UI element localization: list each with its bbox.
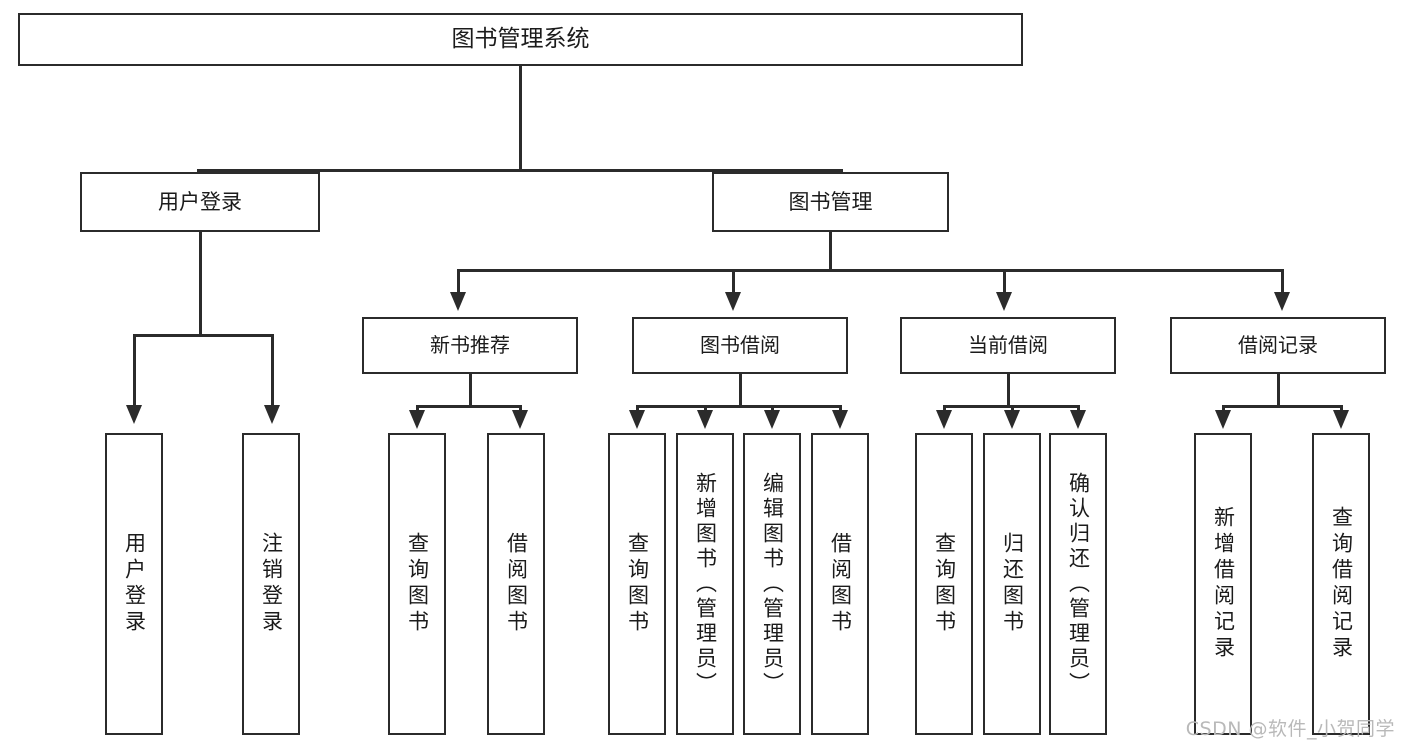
leaf-user-login-2[interactable]: 注销登录 xyxy=(242,433,300,735)
arrowhead-br-leaf-2 xyxy=(1333,410,1349,429)
connector-user-login-bus xyxy=(133,334,273,337)
arrowhead-bm-to-book-borrow xyxy=(725,292,741,311)
node-label: 新增图书（管理员） xyxy=(693,471,718,697)
arrowhead-bb-leaf-4 xyxy=(832,410,848,429)
node-label: 图书管理系统 xyxy=(451,25,590,52)
leaf-book-borrow-2[interactable]: 新增图书（管理员） xyxy=(676,433,734,735)
node-current-borrow[interactable]: 当前借阅 xyxy=(900,317,1116,374)
node-label: 借阅图书 xyxy=(828,532,853,636)
connector-bm-drop-current-borrow xyxy=(1003,269,1006,299)
arrowhead-nbr-leaf-1 xyxy=(409,410,425,429)
node-label: 归还图书 xyxy=(1000,532,1025,636)
node-borrow-records[interactable]: 借阅记录 xyxy=(1170,317,1386,374)
connector-root-stem xyxy=(519,66,522,171)
arrowhead-br-leaf-1 xyxy=(1215,410,1231,429)
arrowhead-bb-leaf-2 xyxy=(697,410,713,429)
arrowhead-cb-leaf-3 xyxy=(1070,410,1086,429)
node-label: 当前借阅 xyxy=(968,332,1048,357)
node-label: 注销登录 xyxy=(259,532,284,636)
arrowhead-cb-leaf-2 xyxy=(1004,410,1020,429)
arrowhead-user-login-leaf-2 xyxy=(264,405,280,424)
leaf-new-book-recommend-1[interactable]: 查询图书 xyxy=(388,433,446,735)
node-label: 图书借阅 xyxy=(700,332,780,357)
node-book-management[interactable]: 图书管理 xyxy=(712,172,949,232)
arrowhead-bm-to-new-book-recommend xyxy=(450,292,466,311)
connector-nbr-bus xyxy=(416,405,521,408)
leaf-current-borrow-3[interactable]: 确认归还（管理员） xyxy=(1049,433,1107,735)
node-label: 用户登录 xyxy=(158,189,242,214)
arrowhead-cb-leaf-1 xyxy=(936,410,952,429)
node-label: 新书推荐 xyxy=(430,332,510,357)
connector-br-bus xyxy=(1222,405,1342,408)
arrowhead-bb-leaf-3 xyxy=(764,410,780,429)
node-label: 查询图书 xyxy=(932,532,957,636)
node-label: 查询图书 xyxy=(405,532,430,636)
csdn-watermark: CSDN @软件_小贺同学 xyxy=(1185,718,1395,740)
connector-bm-drop-borrow-records xyxy=(1281,269,1284,299)
leaf-current-borrow-2[interactable]: 归还图书 xyxy=(983,433,1041,735)
arrowhead-user-login-leaf-1 xyxy=(126,405,142,424)
node-label: 查询图书 xyxy=(625,532,650,636)
connector-bm-drop-book-borrow xyxy=(732,269,735,299)
connector-bb-stem xyxy=(739,374,742,407)
node-label: 新增借阅记录 xyxy=(1211,506,1236,662)
connector-user-login-drop-2 xyxy=(271,334,274,412)
connector-book-management-bus xyxy=(457,269,1284,272)
leaf-user-login-1[interactable]: 用户登录 xyxy=(105,433,163,735)
leaf-book-borrow-3[interactable]: 编辑图书（管理员） xyxy=(743,433,801,735)
connector-user-login-drop-1 xyxy=(133,334,136,412)
leaf-book-borrow-4[interactable]: 借阅图书 xyxy=(811,433,869,735)
connector-book-management-stem xyxy=(829,232,832,271)
node-root-book-management-system[interactable]: 图书管理系统 xyxy=(18,13,1023,66)
node-user-login[interactable]: 用户登录 xyxy=(80,172,320,232)
node-label: 确认归还（管理员） xyxy=(1066,471,1091,697)
arrowhead-bb-leaf-1 xyxy=(629,410,645,429)
node-label: 图书管理 xyxy=(788,189,873,214)
arrowhead-bm-to-borrow-records xyxy=(1274,292,1290,311)
node-label: 查询借阅记录 xyxy=(1329,506,1354,662)
node-label: 编辑图书（管理员） xyxy=(760,471,785,697)
connector-cb-stem xyxy=(1007,374,1010,407)
arrowhead-nbr-leaf-2 xyxy=(512,410,528,429)
connector-root-bus xyxy=(197,169,842,172)
node-new-book-recommend[interactable]: 新书推荐 xyxy=(362,317,578,374)
node-label: 借阅记录 xyxy=(1238,332,1318,357)
leaf-book-borrow-1[interactable]: 查询图书 xyxy=(608,433,666,735)
node-label: 借阅图书 xyxy=(504,532,529,636)
connector-user-login-stem xyxy=(199,232,202,336)
leaf-borrow-records-2[interactable]: 查询借阅记录 xyxy=(1312,433,1370,735)
node-book-borrow[interactable]: 图书借阅 xyxy=(632,317,848,374)
connector-bm-drop-new-book xyxy=(457,269,460,299)
connector-bb-bus xyxy=(636,405,840,408)
connector-br-stem xyxy=(1277,374,1280,407)
node-label: 用户登录 xyxy=(122,532,147,636)
arrowhead-bm-to-current-borrow xyxy=(996,292,1012,311)
leaf-borrow-records-1[interactable]: 新增借阅记录 xyxy=(1194,433,1252,735)
connector-nbr-stem xyxy=(469,374,472,407)
leaf-current-borrow-1[interactable]: 查询图书 xyxy=(915,433,973,735)
leaf-new-book-recommend-2[interactable]: 借阅图书 xyxy=(487,433,545,735)
